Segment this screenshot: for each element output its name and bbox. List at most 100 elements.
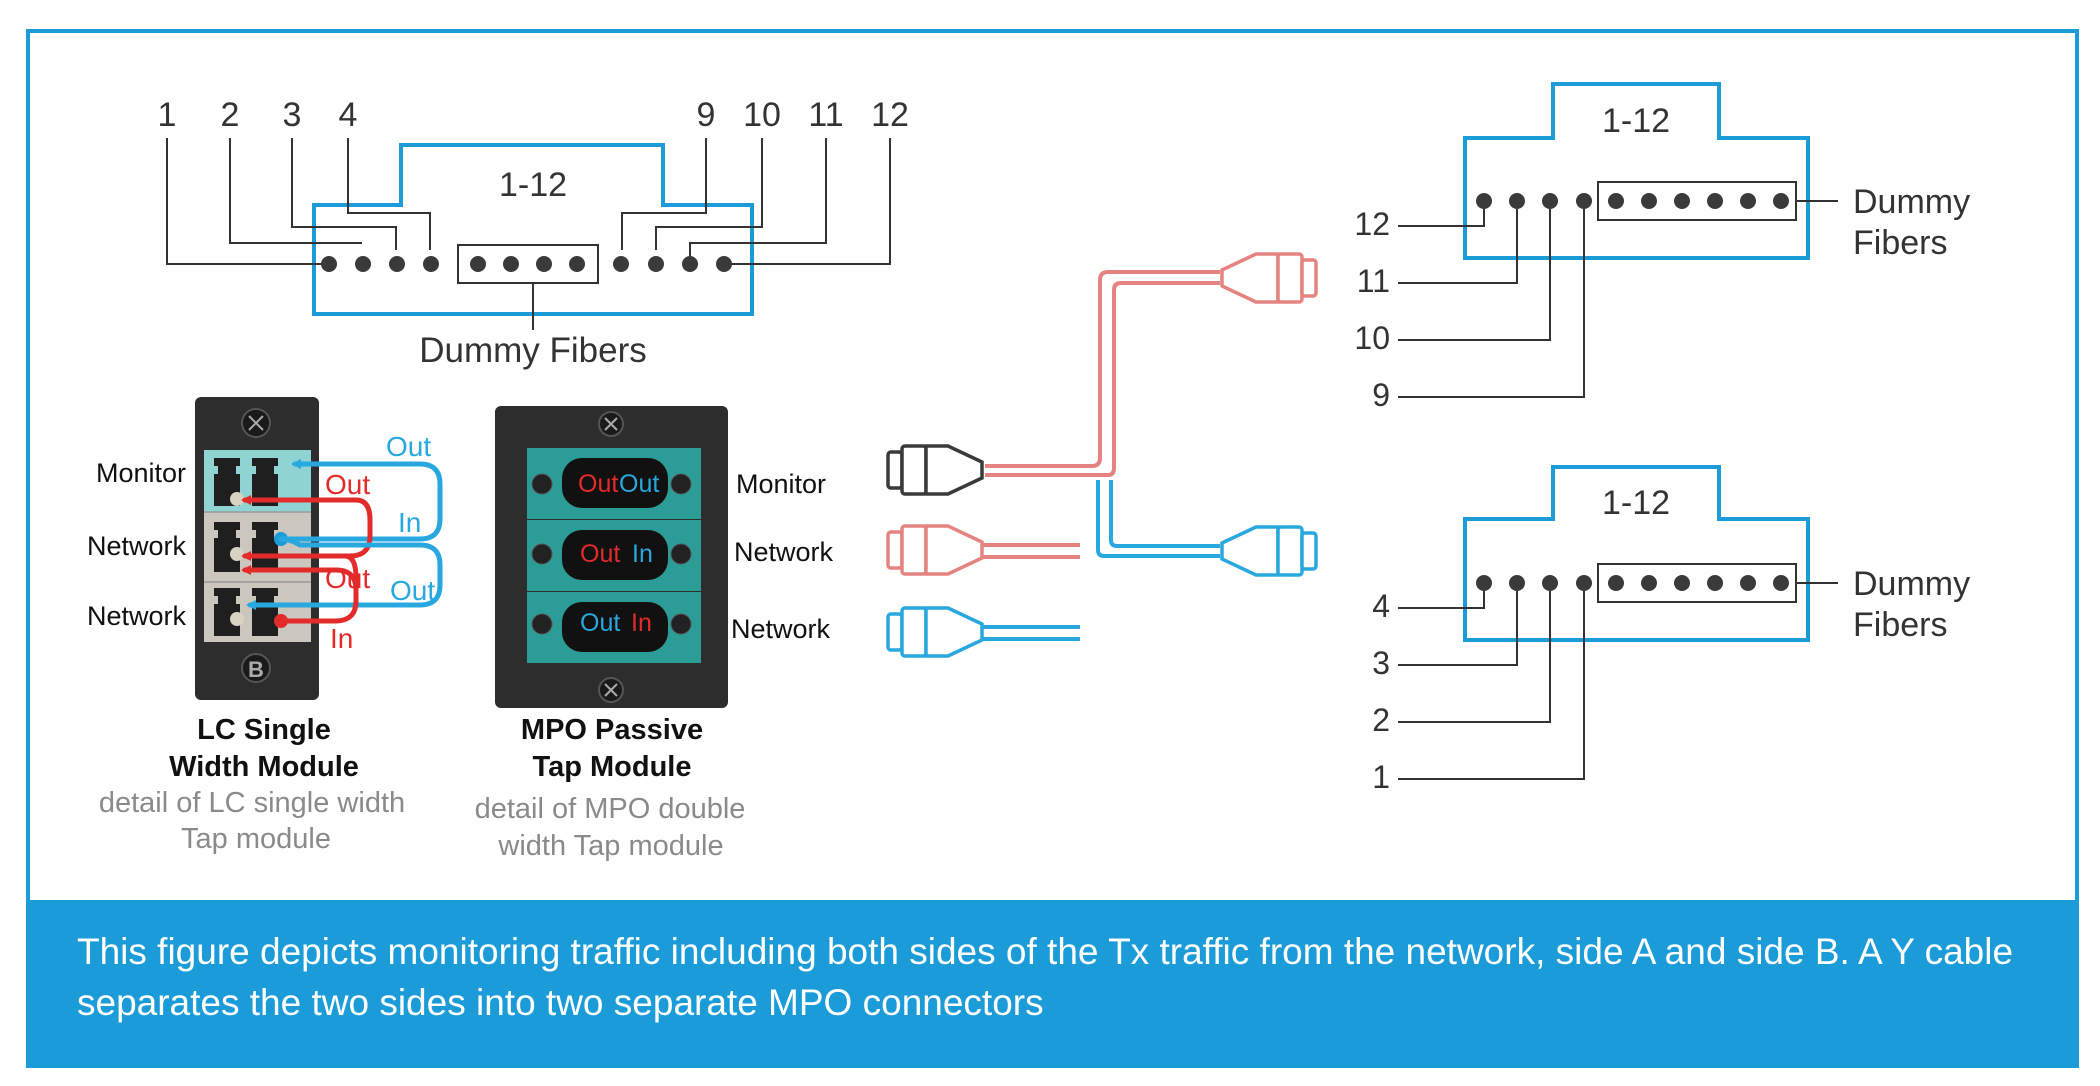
fiber-dot xyxy=(423,256,439,272)
top-mpo-range-label: 1-12 xyxy=(499,166,567,204)
mpo-module-title-line1: MPO Passive xyxy=(521,714,703,746)
red-cable-branch xyxy=(985,270,1220,468)
leader-line xyxy=(1398,209,1585,398)
fiber-dot xyxy=(1707,193,1723,209)
y-cable-assembly xyxy=(886,252,1318,658)
fiber-dot xyxy=(1542,193,1558,209)
leader-line xyxy=(724,138,891,265)
right-a-dummy-label-line1: Dummy xyxy=(1853,183,1970,221)
top-fiber-number: 10 xyxy=(743,96,781,134)
top-mpo-connector: 1-12 1 2 3 4 9 10 11 12 xyxy=(158,96,909,370)
fiber-dot xyxy=(716,256,732,272)
dummy-fibers-box xyxy=(1597,181,1797,221)
fiber-dot xyxy=(470,256,486,272)
fiber-dot xyxy=(536,256,552,272)
lc-module-title-line1: LC Single xyxy=(197,714,331,746)
right-a-fiber-number: 12 xyxy=(1354,206,1390,242)
leader-line xyxy=(1398,209,1485,227)
top-fiber-number: 12 xyxy=(871,96,909,134)
right-a-fiber-number: 10 xyxy=(1354,320,1390,356)
fiber-dot xyxy=(1707,575,1723,591)
lc-row-label: Network xyxy=(87,531,187,561)
fiber-dot xyxy=(503,256,519,272)
lc-module-title-line2: Width Module xyxy=(169,751,359,783)
leader-line xyxy=(229,138,362,244)
right-mpo-connector-b: 1-12 Dummy Fibers 4 3 2 1 xyxy=(1372,465,1970,795)
fiber-dot xyxy=(389,256,405,272)
figure-caption: This figure depicts monitoring traffic i… xyxy=(77,931,2014,1023)
top-fiber-number: 3 xyxy=(283,96,302,134)
fiber-dot xyxy=(1608,193,1624,209)
lc-arrow-label: In xyxy=(398,507,421,538)
fiber-dot xyxy=(1476,575,1492,591)
fiber-dot xyxy=(355,256,371,272)
top-mpo-outline xyxy=(312,143,754,316)
mpo-port-out-label: Out xyxy=(619,470,659,498)
top-fiber-number: 11 xyxy=(808,96,843,134)
fiber-dot xyxy=(321,256,337,272)
right-mpo-b-outline xyxy=(1463,465,1810,642)
red-cable-branch xyxy=(985,281,1220,477)
mpo-port-out-label: Out xyxy=(580,540,620,568)
fiber-dot xyxy=(1674,193,1690,209)
blue-out-arrow xyxy=(278,459,443,542)
fiber-dot xyxy=(1740,575,1756,591)
mpo-row-label: Network xyxy=(731,614,831,644)
blue-cable-branch xyxy=(1109,480,1220,548)
mpo-row-label: Network xyxy=(734,537,834,567)
leader-line xyxy=(1398,209,1551,341)
right-b-fiber-number: 1 xyxy=(1372,759,1390,795)
fiber-dot xyxy=(1542,575,1558,591)
red-loop xyxy=(241,497,373,561)
mpo-port-out-label: Out xyxy=(578,470,618,498)
top-fiber-number: 9 xyxy=(697,96,716,134)
blue-network-plug xyxy=(886,606,984,658)
mpo-module-detail-line2: width Tap module xyxy=(497,830,723,862)
right-b-dummy-label-line2: Fibers xyxy=(1853,606,1947,644)
leader-line xyxy=(1398,591,1551,723)
right-b-fiber-number: 3 xyxy=(1372,645,1390,681)
right-a-dummy-label-line2: Fibers xyxy=(1853,224,1947,262)
fiber-dot xyxy=(1509,575,1525,591)
fiber-dot xyxy=(648,256,664,272)
lc-arrow-label: Out xyxy=(386,431,431,462)
leader-line xyxy=(689,138,827,256)
top-fiber-number: 4 xyxy=(339,96,358,134)
dummy-fibers-box xyxy=(457,244,599,284)
leader-line xyxy=(1398,209,1518,284)
lc-row-label: Network xyxy=(87,601,187,631)
dummy-fibers-box xyxy=(1597,563,1797,603)
leader-line xyxy=(166,138,328,265)
blue-mpo-plug xyxy=(1220,525,1318,577)
fiber-dot xyxy=(1509,193,1525,209)
red-mpo-plug xyxy=(1220,252,1318,304)
fiber-dot xyxy=(1773,575,1789,591)
right-mpo-b-range-label: 1-12 xyxy=(1602,484,1670,522)
right-mpo-a-range-label: 1-12 xyxy=(1602,102,1670,140)
mpo-port-plate xyxy=(527,448,701,519)
right-b-dummy-label-line1: Dummy xyxy=(1853,565,1970,603)
blue-loop xyxy=(246,536,443,610)
fiber-dot xyxy=(682,256,698,272)
right-b-fiber-number: 2 xyxy=(1372,702,1390,738)
leader-line xyxy=(291,138,397,250)
lc-arrow-label: Out xyxy=(325,563,370,594)
fiber-dot xyxy=(1641,575,1657,591)
screw-icon xyxy=(241,653,271,683)
right-a-fiber-number: 11 xyxy=(1357,263,1390,299)
lc-single-width-module: B Out Out xyxy=(87,397,443,855)
fiber-dot xyxy=(1641,193,1657,209)
fiber-dot xyxy=(1773,193,1789,209)
top-fiber-number: 2 xyxy=(221,96,240,134)
right-mpo-connector-a: 1-12 Dummy Fibers 12 11 10 9 xyxy=(1354,82,1970,413)
caption-bar: This figure depicts monitoring traffic i… xyxy=(27,900,2078,1068)
mpo-port-plate xyxy=(527,520,701,591)
red-out-lower-arrow xyxy=(241,565,359,601)
fiber-dot xyxy=(1576,575,1592,591)
mpo-port-plate xyxy=(527,592,701,663)
black-mpo-plug xyxy=(886,444,984,496)
lc-arrow-label: Out xyxy=(390,575,435,606)
lc-arrow-label: In xyxy=(330,623,353,654)
mpo-module-detail-line1: detail of MPO double xyxy=(475,793,746,825)
lc-module-detail-line1: detail of LC single width xyxy=(99,787,405,819)
